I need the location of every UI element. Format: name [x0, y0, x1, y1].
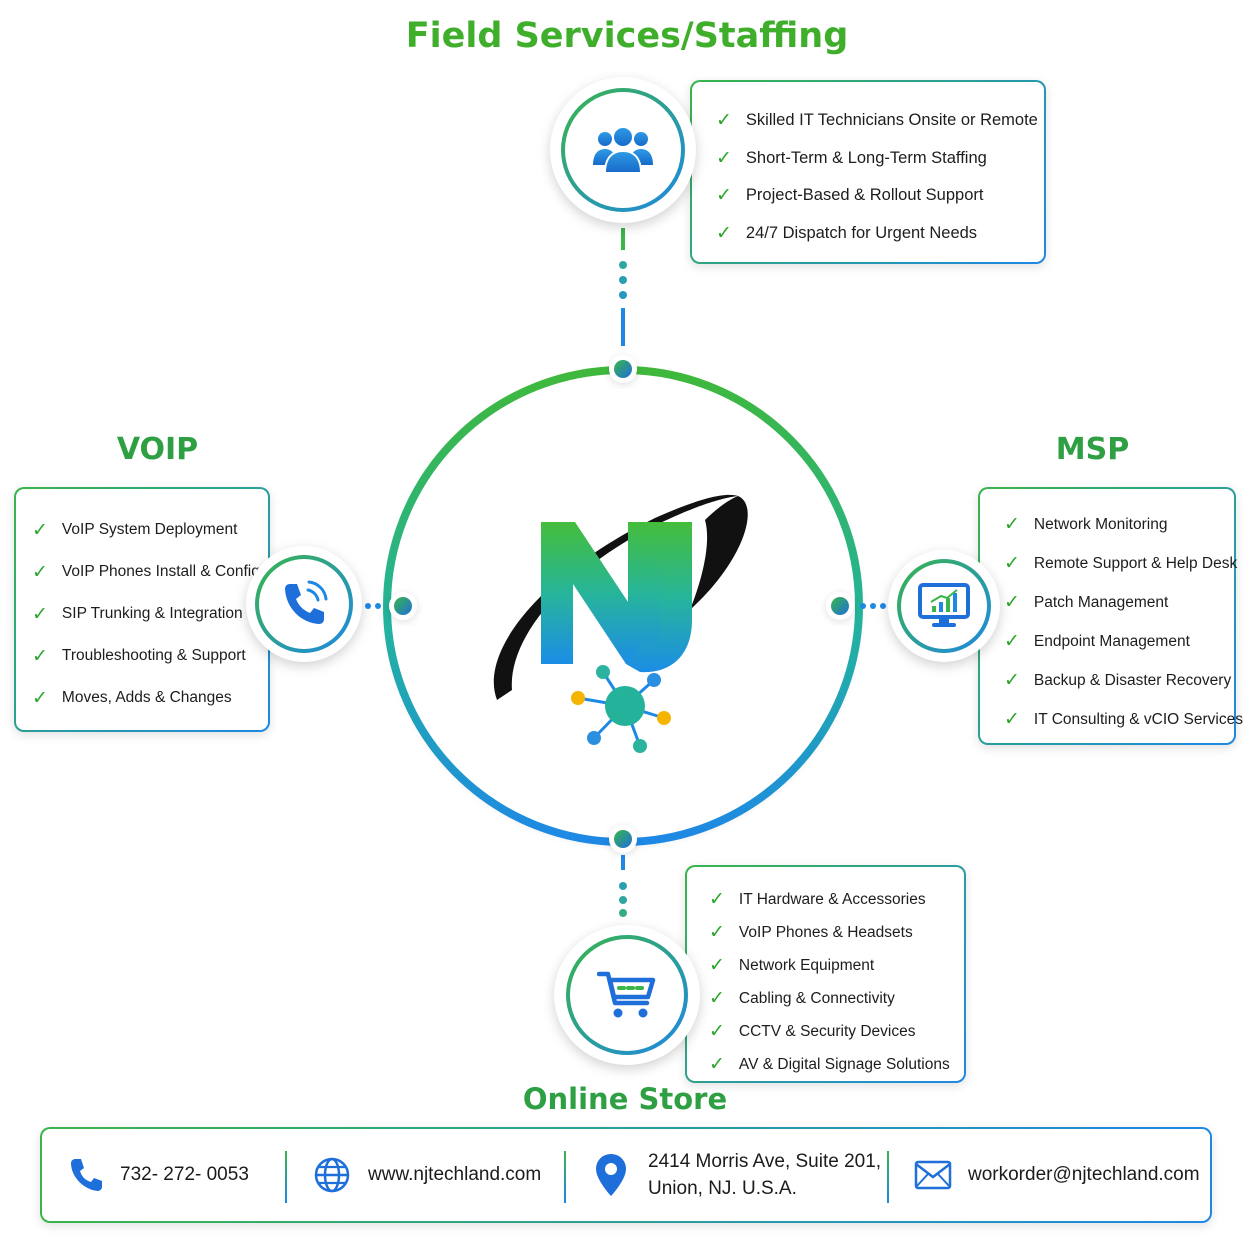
online-store-badge: [554, 925, 700, 1065]
list-item: ✓AV & Digital Signage Solutions: [709, 1054, 950, 1075]
check-icon: ✓: [716, 222, 732, 244]
section-title-msp: MSP: [1055, 432, 1130, 467]
check-icon: ✓: [1004, 709, 1020, 730]
check-icon: ✓: [1004, 631, 1020, 652]
list-item: ✓Endpoint Management: [1004, 631, 1190, 652]
section-title-online-store: Online Store: [522, 1082, 728, 1116]
online-store-list: ✓IT Hardware & Accessories ✓VoIP Phones …: [709, 883, 964, 1081]
voip-badge: [246, 546, 362, 662]
website-link: www.njtechland.com: [368, 1164, 542, 1185]
footer-divider: [887, 1151, 889, 1203]
phone-icon: [71, 1158, 102, 1191]
list-item: ✓Project-Based & Rollout Support: [716, 185, 984, 207]
check-icon: ✓: [716, 110, 732, 132]
address-line-2: Union, NJ. U.S.A.: [648, 1177, 797, 1199]
check-icon: ✓: [709, 988, 725, 1009]
logo-swoosh-right: [690, 496, 748, 610]
list-item: ✓Cabling & Connectivity: [709, 988, 895, 1009]
globe-icon: [314, 1157, 350, 1192]
list-item: ✓Patch Management: [1004, 592, 1169, 613]
check-icon: ✓: [32, 645, 48, 667]
list-item: ✓IT Consulting & vCIO Services: [1004, 709, 1243, 730]
check-icon: ✓: [709, 1054, 725, 1075]
section-title-voip: VOIP: [116, 432, 199, 467]
section-title-field-services: Field Services/Staffing: [405, 16, 849, 56]
list-item: ✓Network Equipment: [709, 955, 875, 976]
people-group-icon: [593, 126, 653, 174]
field-services-list: ✓Skilled IT Technicians Onsite or Remote…: [716, 102, 1044, 252]
voip-card: ✓VoIP System Deployment ✓VoIP Phones Ins…: [14, 487, 270, 732]
phone-icon: [285, 580, 328, 624]
contact-email[interactable]: workorder@njtechland.com: [914, 1129, 1200, 1220]
logo-letter-n: [541, 522, 660, 664]
address-block: 2414 Morris Ave, Suite 201, Union, NJ. U…: [648, 1148, 881, 1202]
list-item: ✓Remote Support & Help Desk: [1004, 553, 1238, 574]
check-icon: ✓: [709, 889, 725, 910]
footer-divider: [285, 1151, 287, 1203]
email-address: workorder@njtechland.com: [968, 1164, 1200, 1185]
check-icon: ✓: [1004, 670, 1020, 691]
location-pin-icon: [596, 1153, 626, 1196]
network-node-icon: [571, 665, 671, 753]
logo-letter-j: [626, 522, 692, 673]
check-icon: ✓: [709, 922, 725, 943]
list-item: ✓Backup & Disaster Recovery: [1004, 670, 1232, 691]
list-item: ✓24/7 Dispatch for Urgent Needs: [716, 222, 978, 244]
contact-phone[interactable]: 732- 272- 0053: [66, 1129, 249, 1220]
msp-card: ✓Network Monitoring ✓Remote Support & He…: [978, 487, 1243, 745]
contact-bar: 732- 272- 0053 www.njtechland.com 2414 M…: [40, 1127, 1212, 1223]
shopping-cart-icon: [597, 971, 656, 1018]
list-item: ✓CCTV & Security Devices: [709, 1021, 916, 1042]
list-item: ✓Network Monitoring: [1004, 514, 1168, 535]
list-item: ✓Troubleshooting & Support: [32, 645, 246, 667]
check-icon: ✓: [1004, 553, 1020, 574]
list-item: ✓Moves, Adds & Changes: [32, 687, 232, 709]
phone-number: 732- 272- 0053: [120, 1164, 249, 1185]
list-item: ✓Skilled IT Technicians Onsite or Remote: [716, 110, 1038, 132]
monitor-chart-icon: [918, 583, 970, 627]
list-item: ✓VoIP Phones & Headsets: [709, 922, 913, 943]
check-icon: ✓: [709, 955, 725, 976]
online-store-card: ✓IT Hardware & Accessories ✓VoIP Phones …: [685, 865, 966, 1083]
check-icon: ✓: [1004, 514, 1020, 535]
connector-top: [609, 228, 637, 383]
list-item: ✓VoIP Phones Install & Config: [32, 561, 260, 583]
list-item: ✓VoIP System Deployment: [32, 519, 238, 541]
check-icon: ✓: [32, 603, 48, 625]
field-services-card: ✓Skilled IT Technicians Onsite or Remote…: [690, 80, 1046, 264]
contact-website[interactable]: www.njtechland.com: [312, 1129, 541, 1220]
check-icon: ✓: [709, 1021, 725, 1042]
field-services-badge: [550, 77, 696, 223]
check-icon: ✓: [716, 147, 732, 169]
list-item: ✓Short-Term & Long-Term Staffing: [716, 147, 987, 169]
connector-left: [354, 592, 417, 620]
envelope-icon: [914, 1160, 952, 1189]
check-icon: ✓: [32, 519, 48, 541]
check-icon: ✓: [1004, 592, 1020, 613]
nj-logo: [493, 494, 748, 753]
list-item: ✓SIP Trunking & Integration: [32, 603, 243, 625]
check-icon: ✓: [32, 561, 48, 583]
list-item: ✓IT Hardware & Accessories: [709, 889, 926, 910]
connector-right: [826, 592, 886, 620]
contact-address[interactable]: 2414 Morris Ave, Suite 201, Union, NJ. U…: [594, 1129, 881, 1220]
msp-badge: [888, 550, 1000, 662]
footer-divider: [564, 1151, 566, 1203]
connector-bottom: [609, 825, 637, 917]
check-icon: ✓: [716, 185, 732, 207]
msp-list: ✓Network Monitoring ✓Remote Support & He…: [1004, 505, 1243, 739]
address-line-1: 2414 Morris Ave, Suite 201,: [648, 1150, 882, 1172]
check-icon: ✓: [32, 687, 48, 709]
voip-list: ✓VoIP System Deployment ✓VoIP Phones Ins…: [32, 509, 268, 719]
